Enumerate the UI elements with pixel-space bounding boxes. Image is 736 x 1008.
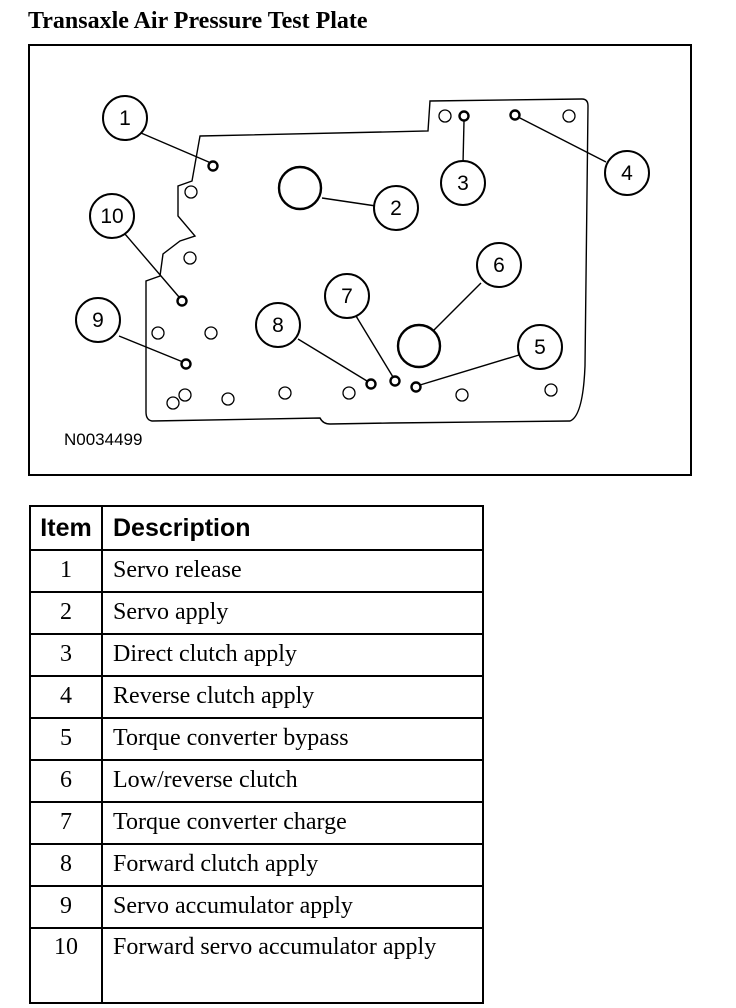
table-row: 7 Torque converter charge [29, 801, 484, 845]
row-item: 1 [29, 549, 103, 593]
row-description: Direct clutch apply [101, 633, 484, 677]
test-ports [176, 109, 521, 393]
table-row: 9 Servo accumulator apply [29, 885, 484, 929]
row-item: 6 [29, 759, 103, 803]
table-row: 6 Low/reverse clutch [29, 759, 484, 803]
callout-8: 8 [272, 314, 284, 337]
row-item: 3 [29, 633, 103, 677]
row-item: 9 [29, 885, 103, 929]
plate-holes [151, 109, 576, 410]
parts-table: Item Description 1 Servo release 2 Servo… [29, 505, 484, 1004]
row-description: Servo release [101, 549, 484, 593]
callout-2: 2 [390, 197, 402, 220]
figure-id: N0034499 [64, 430, 143, 449]
callout-1: 1 [119, 107, 131, 130]
callout-labels: 1 2 3 4 5 6 7 8 9 10 [92, 107, 633, 359]
table-row: 3 Direct clutch apply [29, 633, 484, 677]
callout-7: 7 [341, 285, 353, 308]
table-row: 2 Servo apply [29, 591, 484, 635]
table-header-row: Item Description [29, 505, 484, 551]
header-item: Item [29, 505, 103, 551]
header-description: Description [101, 505, 484, 551]
page-title: Transaxle Air Pressure Test Plate [28, 8, 368, 34]
row-description: Torque converter charge [101, 801, 484, 845]
row-item: 5 [29, 717, 103, 761]
row-description: Servo accumulator apply [101, 885, 484, 929]
row-item: 4 [29, 675, 103, 719]
table-row: 10 Forward servo accumulator apply [29, 927, 484, 1004]
test-plate-figure: 1 2 3 4 5 6 7 8 9 10 N0034499 [28, 44, 692, 476]
row-item: 10 [29, 927, 103, 1004]
row-description: Reverse clutch apply [101, 675, 484, 719]
plate-outline [145, 98, 589, 425]
callout-3: 3 [457, 172, 469, 195]
row-item: 7 [29, 801, 103, 845]
test-plate-drawing: 1 2 3 4 5 6 7 8 9 10 [75, 95, 650, 425]
row-description: Low/reverse clutch [101, 759, 484, 803]
row-description: Servo apply [101, 591, 484, 635]
row-item: 8 [29, 843, 103, 887]
row-description: Forward clutch apply [101, 843, 484, 887]
table-row: 4 Reverse clutch apply [29, 675, 484, 719]
row-description: Forward servo accumulator apply [101, 927, 484, 1004]
table-row: 5 Torque converter bypass [29, 717, 484, 761]
leader-lines [118, 116, 607, 386]
callout-10: 10 [100, 205, 123, 228]
callout-bubbles [75, 95, 650, 370]
row-description: Torque converter bypass [101, 717, 484, 761]
table-row: 1 Servo release [29, 549, 484, 593]
callout-5: 5 [534, 336, 546, 359]
callout-6: 6 [493, 254, 505, 277]
callout-9: 9 [92, 309, 104, 332]
row-item: 2 [29, 591, 103, 635]
callout-4: 4 [621, 162, 633, 185]
table-row: 8 Forward clutch apply [29, 843, 484, 887]
